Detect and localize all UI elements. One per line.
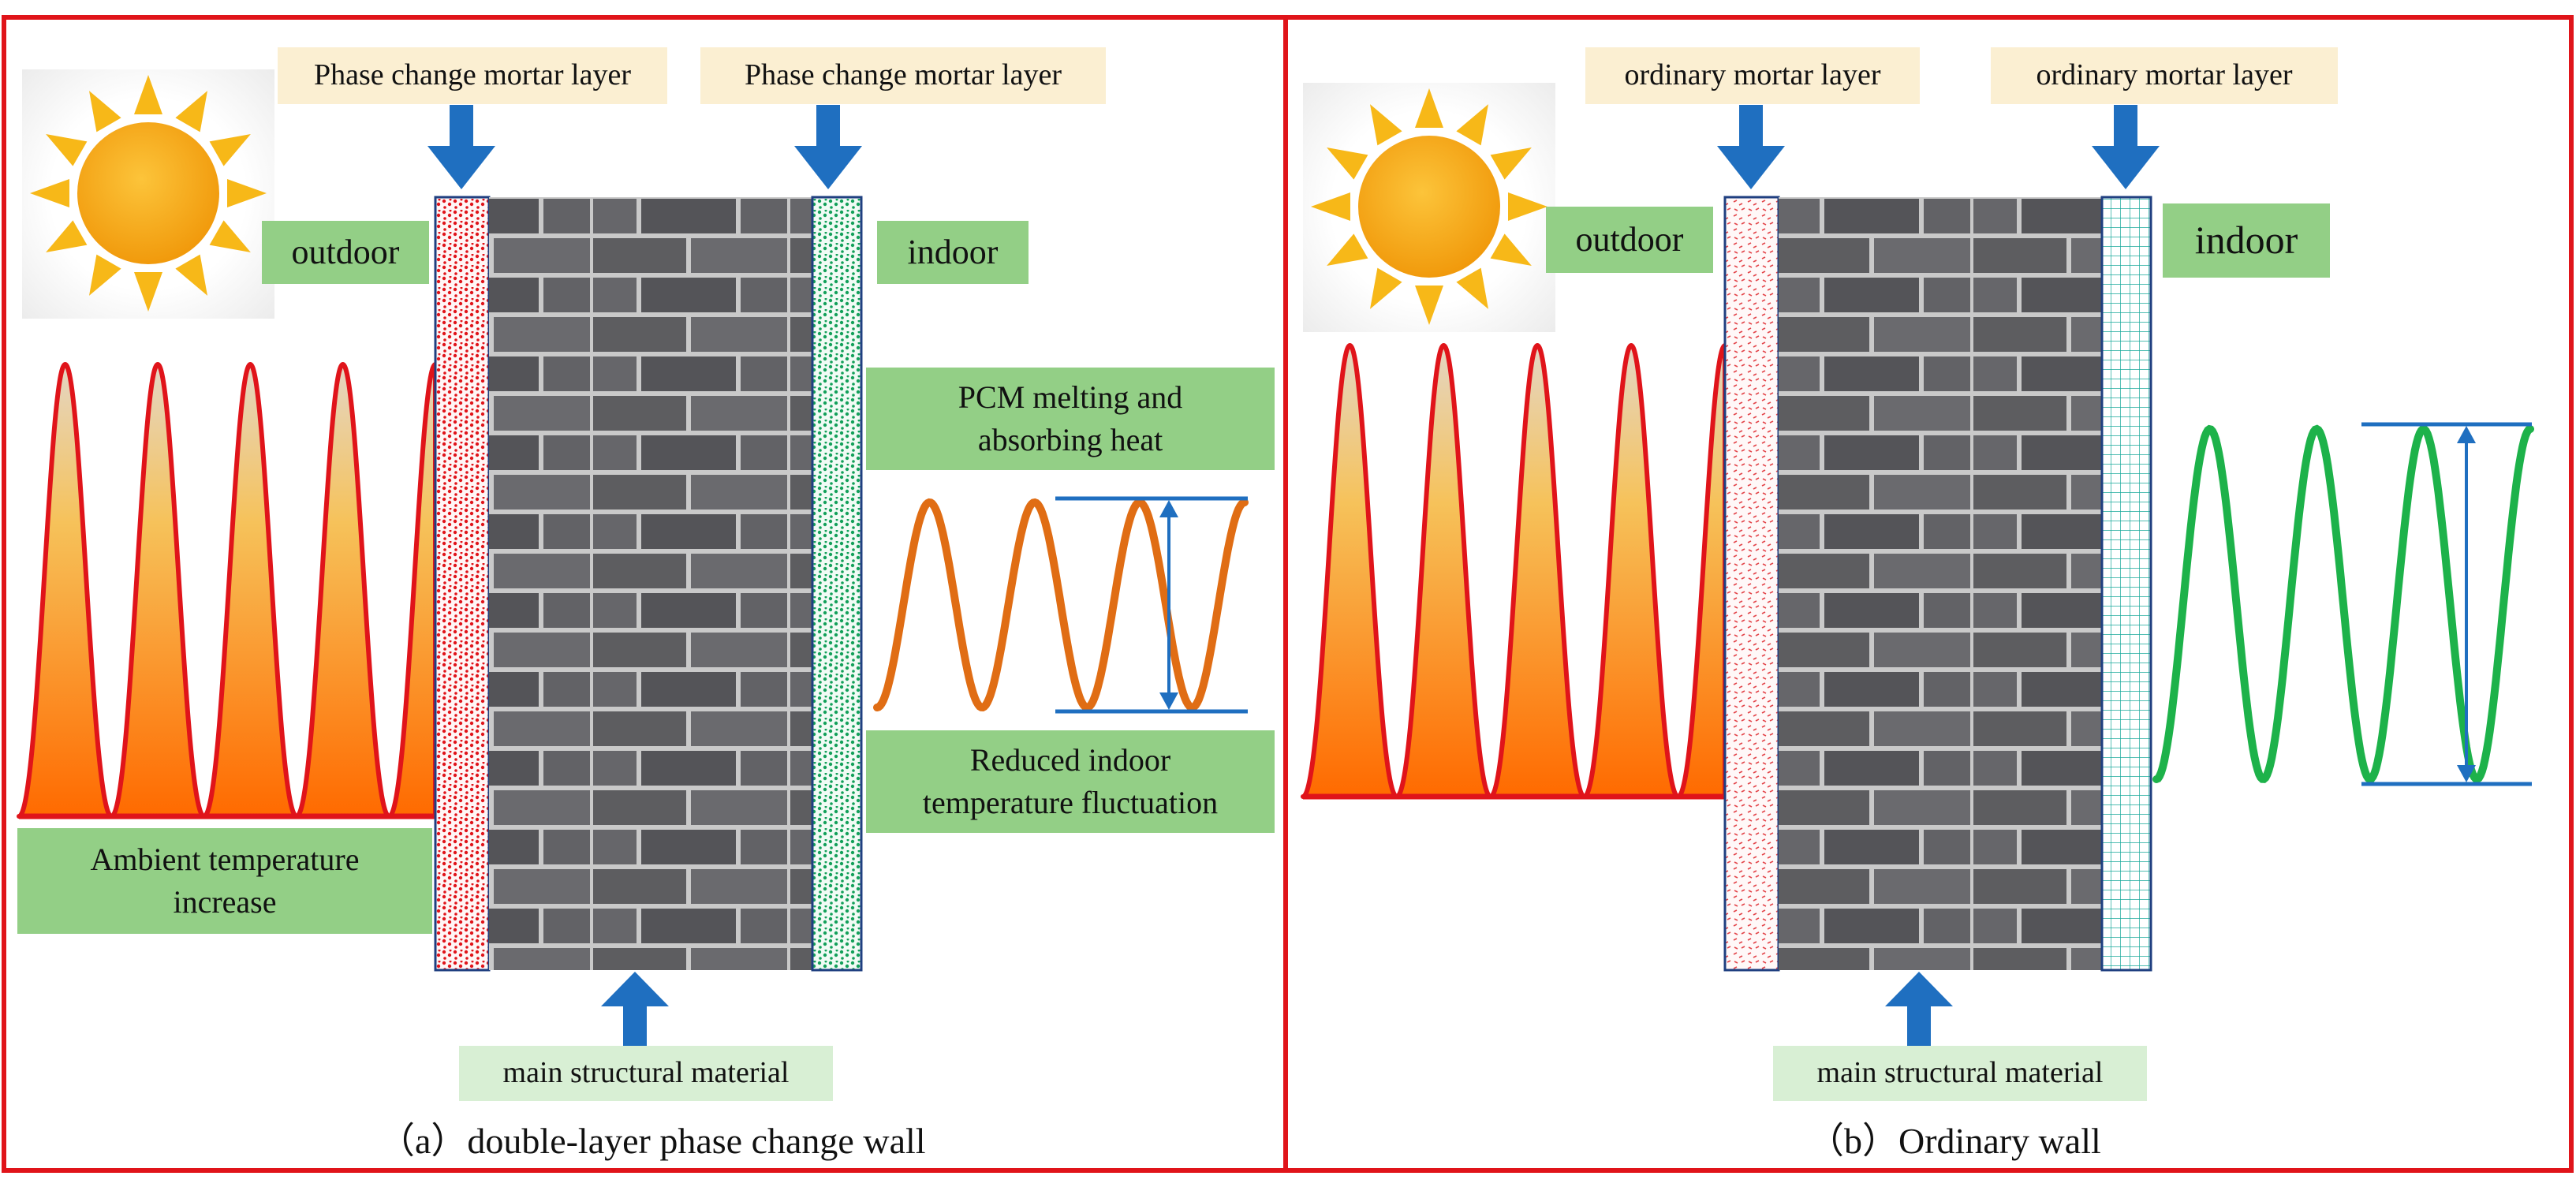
inner-mortar-label: Phase change mortar layer: [700, 47, 1106, 104]
sun-ray: [89, 91, 121, 133]
double-arrow-icon: [2457, 426, 2476, 443]
down-arrow-icon: [2092, 105, 2160, 189]
fluctuation-range-b: [2361, 422, 2532, 786]
outer-mortar-label: ordinary mortar layer: [1585, 47, 1920, 104]
sun-ray: [1415, 286, 1443, 325]
sun-core: [77, 122, 219, 264]
reduced-fluctuation-label: Reduced indoor temperature fluctuation: [866, 730, 1275, 833]
panel-b: [1301, 83, 2534, 1047]
inner-mortar-label: ordinary mortar layer: [1991, 47, 2338, 104]
sun-ray: [1456, 267, 1488, 309]
main-structural-label: main structural material: [1773, 1046, 2147, 1101]
sun-icon: [1303, 83, 1555, 332]
sun-ray: [46, 134, 88, 166]
sun-icon: [22, 69, 274, 319]
sun-ray: [1311, 192, 1350, 221]
inner-pcm-layer: [811, 196, 863, 972]
sun-core: [1358, 136, 1500, 278]
ambient-temperature-label: Ambient temperature increase: [17, 828, 432, 934]
brick-wall: [489, 197, 812, 970]
down-arrow-icon: [794, 105, 862, 189]
sun-ray: [89, 254, 121, 296]
caption-b: （b）Ordinary wall: [1808, 1121, 2101, 1161]
caption-a: （a）double-layer phase change wall: [379, 1121, 926, 1161]
sun-ray: [227, 179, 267, 207]
double-arrow-icon: [1159, 500, 1178, 517]
sun-ray: [209, 220, 251, 252]
up-arrow-icon: [601, 972, 669, 1047]
sun-ray: [1490, 233, 1532, 266]
inner-mortar-layer: [2100, 196, 2152, 972]
heat-pulse-area: [1301, 343, 1727, 799]
pcm-label: PCM melting and absorbing heat: [866, 368, 1275, 470]
sun-ray: [134, 75, 162, 114]
panel-b-frame: [1283, 15, 2574, 1173]
sun-ray: [209, 134, 251, 166]
indoor-label: indoor: [877, 221, 1029, 284]
sun-ray: [1456, 104, 1488, 146]
up-arrow-icon: [1885, 972, 1953, 1047]
sun-ray: [1370, 104, 1402, 146]
sun-ray: [30, 179, 69, 207]
main-structural-label: main structural material: [459, 1046, 833, 1101]
sun-ray: [1370, 267, 1402, 309]
indoor-wave-line: [873, 498, 1249, 712]
panel-a: [17, 69, 1249, 1047]
ambient-heat-wave: [1301, 343, 1727, 800]
fluctuation-range-a: [1055, 496, 1248, 714]
sun-ray: [1415, 88, 1443, 128]
down-arrow-icon: [1717, 105, 1785, 189]
indoor-temperature-wave: [2152, 424, 2534, 784]
indoor-label: indoor: [2163, 203, 2330, 278]
heat-pulse-area: [17, 362, 438, 819]
sun-ray: [175, 91, 207, 133]
sun-ray: [134, 272, 162, 312]
sun-ray: [1327, 147, 1368, 180]
outer-mortar-layer: [1723, 196, 1780, 972]
sun-ray: [1327, 233, 1368, 266]
sun-ray: [1490, 147, 1532, 180]
down-arrow-icon: [427, 105, 495, 189]
brick-wall: [1779, 197, 2102, 970]
indoor-temperature-wave: [873, 498, 1249, 712]
ambient-heat-wave: [17, 362, 438, 819]
outer-pcm-layer: [434, 196, 491, 972]
outdoor-label: outdoor: [1546, 207, 1713, 273]
sun-ray: [46, 220, 88, 252]
sun-ray: [175, 254, 207, 296]
sun-ray: [1508, 192, 1547, 221]
outer-mortar-label: Phase change mortar layer: [278, 47, 667, 104]
indoor-wave-line: [2152, 424, 2534, 784]
outdoor-label: outdoor: [262, 221, 429, 284]
